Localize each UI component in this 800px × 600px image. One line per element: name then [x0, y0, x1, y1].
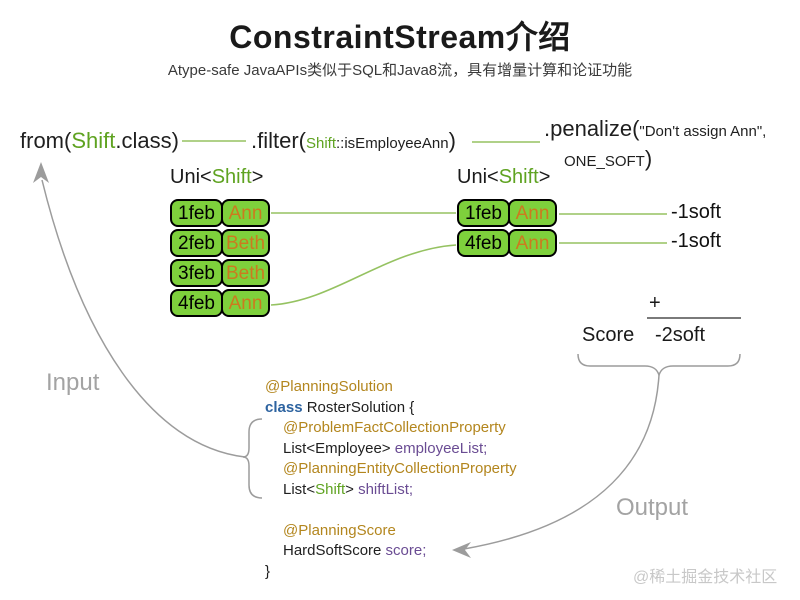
code-line: @PlanningEntityCollectionProperty: [283, 459, 517, 480]
field-type: List<Employee>: [283, 439, 395, 457]
shift-employee-cell: Ann: [508, 199, 557, 227]
table-row: 1feb Ann: [457, 199, 557, 227]
from-class-name: Shift: [71, 128, 116, 153]
uni-prefix: Uni<: [170, 166, 212, 188]
page-subtitle: Atype-safe JavaAPIs类似于SQL和Java8流，具有增量计算和…: [167, 62, 633, 79]
closing-brace: }: [265, 562, 271, 580]
penalize-arg2: ONE_SOFT: [564, 153, 645, 170]
uni-class-name: Shift: [498, 166, 539, 188]
input-arrow-curve: [41, 179, 246, 458]
page-title: ConstraintStream介绍: [229, 19, 571, 55]
from-prefix: from(: [20, 128, 72, 153]
keyword-class: class: [265, 398, 303, 416]
shift-employee-cell: Ann: [508, 229, 557, 257]
shift-date-cell: 4feb: [457, 229, 510, 257]
filter-class-name: Shift: [306, 135, 337, 152]
from-suffix: .class): [115, 128, 179, 153]
output-arrow-curve: [463, 374, 660, 550]
code-block: @PlanningSolution class RosterSolution {…: [265, 377, 517, 582]
shift-employee-cell: Ann: [221, 199, 270, 227]
input-label: Input: [46, 369, 100, 396]
annotation-planning-score: @PlanningScore: [283, 521, 396, 539]
shift-date-cell: 2feb: [170, 229, 223, 257]
filter-method: ::isEmployeeAnn: [336, 135, 449, 152]
left-tuple-table: 1feb Ann 2feb Beth 3feb Beth 4feb Ann: [170, 199, 270, 319]
field-type: >: [345, 480, 359, 498]
uni-class-name: Shift: [211, 166, 252, 188]
blank-line: [265, 500, 517, 521]
shift-class-name: Shift: [315, 480, 346, 498]
penalize-prefix: .penalize(: [544, 116, 640, 141]
table-row: 4feb Ann: [457, 229, 557, 257]
code-line: @PlanningScore: [283, 521, 517, 542]
table-row: 2feb Beth: [170, 229, 270, 257]
plus-sign: +: [649, 292, 661, 314]
code-line: @PlanningSolution: [265, 377, 517, 398]
uni-suffix: >: [251, 166, 264, 188]
code-line: @ProblemFactCollectionProperty: [283, 418, 517, 439]
penalize-suffix: ): [644, 146, 653, 171]
penalize-expression-line2: ONE_SOFT): [564, 146, 652, 172]
shift-date-cell: 1feb: [457, 199, 510, 227]
output-label: Output: [616, 494, 689, 521]
shift-date-cell: 1feb: [170, 199, 223, 227]
annotation-problem-fact: @ProblemFactCollectionProperty: [283, 419, 506, 436]
shift-employee-cell: Beth: [221, 259, 270, 287]
score-label: Score: [582, 324, 635, 346]
shift-employee-cell: Ann: [221, 289, 270, 317]
output-arrowhead-icon: [452, 542, 471, 558]
penalize-arg1: "Don't assign Ann",: [639, 123, 767, 140]
penalty-label: -1soft: [671, 201, 722, 223]
field-name: employeeList;: [394, 439, 488, 457]
code-line: class RosterSolution {: [265, 398, 517, 419]
code-line: }: [265, 562, 517, 583]
table-row: 1feb Ann: [170, 199, 270, 227]
watermark: @稀土掘金技术社区: [633, 569, 778, 586]
shift-date-cell: 3feb: [170, 259, 223, 287]
filter-expression: .filter(Shift::isEmployeeAnn): [251, 128, 456, 154]
shift-employee-cell: Beth: [221, 229, 270, 257]
code-brace: [242, 418, 263, 499]
uni-prefix: Uni<: [457, 166, 499, 188]
field-type: List<: [283, 480, 316, 498]
penalty-label: -1soft: [671, 230, 722, 252]
score-brace: [577, 353, 741, 378]
from-expression: from(Shift.class): [20, 128, 179, 154]
annotation-planning-solution: @PlanningSolution: [265, 378, 393, 395]
filter-suffix: ): [448, 128, 456, 153]
class-declaration: RosterSolution {: [302, 398, 415, 416]
uni-suffix: >: [538, 166, 551, 188]
code-line: List<Employee> employeeList;: [283, 439, 517, 460]
field-type: HardSoftScore: [283, 542, 386, 559]
annotation-planning-entity: @PlanningEntityCollectionProperty: [283, 460, 517, 477]
field-name: score;: [385, 542, 427, 559]
table-row: 4feb Ann: [170, 289, 270, 317]
left-stream-type-label: Uni<Shift>: [170, 166, 263, 189]
right-tuple-table: 1feb Ann 4feb Ann: [457, 199, 557, 259]
link-4feb: [270, 244, 457, 306]
penalize-expression: .penalize("Don't assign Ann",: [544, 116, 766, 142]
filter-prefix: .filter(: [251, 128, 306, 153]
code-line: List<Shift> shiftList;: [283, 480, 517, 501]
field-name: shiftList;: [358, 480, 414, 498]
score-value: -2soft: [655, 324, 706, 346]
input-arrowhead-icon: [33, 162, 49, 183]
right-stream-type-label: Uni<Shift>: [457, 166, 550, 189]
code-line: HardSoftScore score;: [283, 541, 517, 562]
table-row: 3feb Beth: [170, 259, 270, 287]
shift-date-cell: 4feb: [170, 289, 223, 317]
